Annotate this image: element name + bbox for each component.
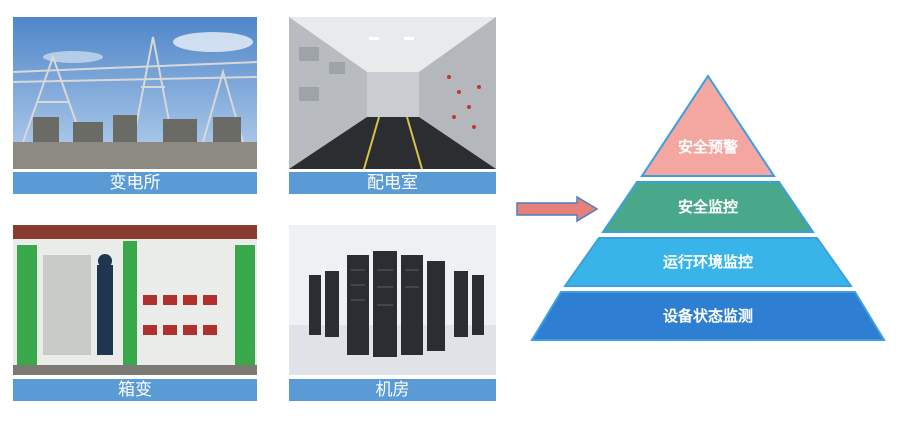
data-center-photo	[289, 225, 496, 375]
pyramid-layer-4	[530, 291, 886, 341]
pyramid-layer-2	[601, 181, 815, 233]
pyramid-layer-3	[563, 237, 853, 287]
right-arrow-icon	[516, 195, 599, 223]
photo-card-substation: 变电所	[13, 17, 257, 194]
pyramid-layer-3-label: 运行环境监控	[663, 253, 753, 271]
distribution-room-photo	[289, 17, 496, 169]
photo-card-data-center: 机房	[289, 225, 496, 401]
substation-photo	[13, 17, 257, 169]
pyramid-layer-2-label: 安全监控	[678, 198, 738, 216]
data-center-caption: 机房	[289, 379, 496, 401]
pyramid-layer-4-label: 设备状态监测	[663, 307, 753, 325]
box-substation-caption: 箱变	[13, 379, 257, 401]
pyramid-layer-1	[640, 74, 776, 177]
photo-card-distribution-room: 配电室	[289, 17, 496, 194]
pyramid-layer-1-label: 安全预警	[678, 138, 738, 156]
photo-card-box-substation: 箱变	[13, 225, 257, 401]
box-substation-photo	[13, 225, 257, 375]
distribution-room-caption: 配电室	[289, 172, 496, 194]
substation-caption: 变电所	[13, 172, 257, 194]
monitoring-pyramid: 安全预警 安全监控 运行环境监控 设备状态监测	[530, 74, 886, 341]
